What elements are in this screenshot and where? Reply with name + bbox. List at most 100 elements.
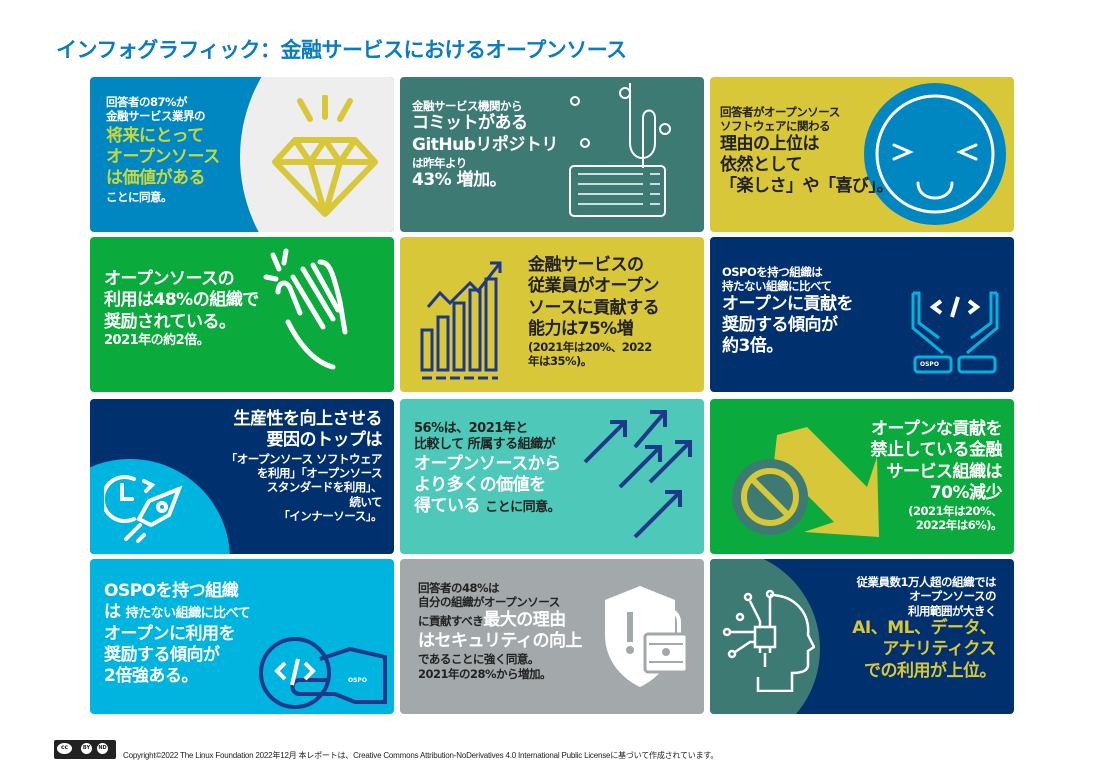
keyboard-icon — [569, 83, 671, 217]
text-line: は — [104, 602, 121, 623]
text-line: 金融サービスの — [528, 255, 644, 275]
text-line: 利用は48%の組織で — [104, 290, 259, 311]
text-line: 約3倍。 — [722, 336, 783, 357]
text-line: 回答者がオープンソース — [720, 105, 840, 119]
text-line: オープンソースの — [909, 589, 996, 604]
text-line: オープンな貢献を — [871, 419, 1002, 439]
text-line: 従業員がオープン — [528, 276, 659, 297]
tile-security-reason: 回答者の48%は 自分の組織がオープンソース に貢献すべき最大の理由 はセキュリ… — [400, 559, 704, 714]
hands-code-icon — [911, 291, 999, 374]
text-line: 43% 増加。 — [412, 170, 507, 191]
text-line: より多くの価値を — [414, 474, 546, 495]
rocket-clock-icon — [104, 475, 183, 543]
text-line: はセキュリティの向上 — [418, 631, 582, 651]
tile-github-commits: 金融サービス機関から コミットがある GitHubリポジトリ は昨年より 43%… — [400, 77, 704, 232]
text-line: コミットがある — [412, 113, 528, 134]
text-line: 比較して 所属する組織が — [414, 437, 556, 453]
text-line: 続いて — [349, 494, 382, 509]
text-line: OSPOを持つ組織は — [722, 265, 823, 279]
copyright-text: Copyright©2022 The Linux Foundation 2022… — [123, 751, 719, 760]
text-line: 年は35%)。 — [528, 354, 592, 369]
text-line: (2021年は20%、 — [908, 504, 1002, 518]
text-line: オープンに貢献を — [722, 293, 853, 314]
text-line: 能力は75%増 — [528, 318, 634, 339]
tile-contribution-ability: 金融サービスの 従業員がオープン ソースに貢献する 能力は75%増 (2021年… — [400, 237, 704, 392]
nd-label: ND — [96, 742, 109, 755]
text-line: 2倍強ある。 — [104, 666, 198, 686]
text-line: 要因のトップは — [266, 430, 383, 451]
text-line: 奨励する傾向が — [722, 315, 838, 335]
text-line: サービス組織は — [886, 461, 1003, 482]
text-line: オープンソースから — [414, 453, 561, 474]
text-line: ソースに貢献する — [528, 297, 660, 318]
text-line: に貢献すべき — [418, 613, 484, 628]
text-line: 回答者の87%が — [106, 95, 188, 109]
prohibited-arrow-down-icon — [732, 427, 879, 537]
text-line: 自分の組織がオープンソース — [418, 595, 560, 610]
tile-productivity: 生産性を向上させる 要因のトップは 「オープンソース ソフトウェア を利用」「オ… — [90, 399, 394, 554]
text-line: 理由の上位は — [720, 133, 820, 154]
tile-joy-reason: 回答者がオープンソース ソフトウェアに関わる 理由の上位は 依然として 「楽しさ… — [710, 77, 1014, 232]
text-line: ソフトウェアに関わる — [720, 119, 831, 134]
text-line: 従業員数1万人超の組織では — [856, 575, 996, 589]
text-line: 2022年は6%)。 — [915, 518, 1003, 533]
tile-ospo-contribution: OSPO OSPOを持つ組織は 持たない組織に比べて オープンに貢献を 奨励する… — [710, 237, 1014, 392]
text-line: オープンに利用を — [104, 623, 235, 644]
text-line: を利用」「オープンソース — [257, 465, 382, 480]
text-line: 生産性を向上させる — [233, 409, 383, 429]
by-label: BY — [80, 742, 93, 755]
text-line: オープンソースの — [104, 269, 235, 289]
tile-usage-encouraged: オープンソースの 利用は48%の組織で 奨励されている。 2021年の約2倍。 — [90, 237, 394, 392]
text-line: 将来にとって — [106, 125, 204, 146]
text-line: 利用範囲が大きく — [908, 603, 996, 618]
arrows-up-icon — [583, 410, 692, 539]
text-line: 持たない組織に比べて — [125, 606, 251, 622]
text-line: 「インナーソース」。 — [278, 509, 382, 523]
text-line: での利用が上位。 — [864, 660, 996, 681]
text-line: 「オープンソース ソフトウェア — [225, 451, 383, 466]
clapping-hands-icon — [263, 248, 348, 370]
text-line: 回答者の48%は — [418, 581, 500, 595]
text-line: (2021年は20%、2022 — [528, 340, 652, 354]
growth-chart-icon — [420, 261, 502, 380]
text-line: 禁止している金融 — [870, 440, 1003, 461]
text-line: 持たない組織に比べて — [722, 279, 832, 294]
tile-87-percent-value: 回答者の87%が 金融サービス業界の 将来にとって オープンソース は価値がある… — [90, 77, 394, 232]
ospo-badge: OSPO — [348, 677, 367, 684]
ai-head-icon — [722, 589, 815, 692]
text-line: 依然として — [720, 155, 803, 175]
tile-prohibition-decrease: オープンな貢献を 禁止している金融 サービス組織は 70%減少 (2021年は2… — [710, 399, 1014, 554]
page-title: インフォグラフィック：金融サービスにおけるオープンソース — [56, 38, 627, 62]
text-line: 最大の理由 — [483, 609, 566, 630]
text-line: アナリティクス — [882, 639, 996, 660]
text-line: 得ている — [414, 496, 481, 516]
text-line: 2021年の約2倍。 — [104, 332, 210, 348]
text-line: は価値がある — [106, 168, 205, 189]
shield-lock-icon — [605, 586, 689, 687]
text-line: 「楽しさ」や「喜び」。 — [720, 176, 894, 197]
text-line: 56%は、2021年と — [414, 421, 528, 436]
text-line: は昨年より — [412, 155, 467, 170]
smiley-face-icon — [864, 83, 1006, 225]
text-line: AI、ML、データ、 — [852, 618, 996, 639]
tile-more-value: 56%は、2021年と 比較して 所属する組織が オープンソースから より多くの… — [400, 399, 704, 554]
tile-ai-ml-usage: 従業員数1万人超の組織では オープンソースの 利用範囲が大きく AI、ML、デー… — [710, 559, 1014, 714]
tile-ospo-usage: OSPO OSPOを持つ組織 は 持たない組織に比べて オープンに利用を 奨励す… — [90, 559, 394, 714]
text-line: オープンソース — [106, 147, 220, 167]
ospo-badge: OSPO — [920, 361, 939, 368]
text-line: GitHubリポジトリ — [412, 134, 558, 155]
text-line: 奨励されている。 — [104, 311, 236, 332]
text-line: OSPOを持つ組織 — [104, 581, 239, 601]
cc-by-nd-icon: cc BY ND — [54, 740, 116, 759]
hand-code-icon — [259, 637, 387, 709]
text-line: 2021年の28%から増加。 — [418, 666, 552, 681]
cc-label: cc — [56, 742, 73, 755]
diamond-icon — [272, 95, 378, 217]
text-line: スタンダードを利用」、 — [266, 480, 383, 495]
text-line: ことに同意。 — [485, 500, 561, 515]
text-line: であることに強く同意。 — [418, 652, 539, 667]
text-line: 金融サービス業界の — [106, 109, 205, 124]
text-line: 金融サービス機関から — [412, 99, 522, 113]
text-line: 70%減少 — [929, 482, 1003, 503]
text-line: ことに同意。 — [106, 189, 172, 204]
